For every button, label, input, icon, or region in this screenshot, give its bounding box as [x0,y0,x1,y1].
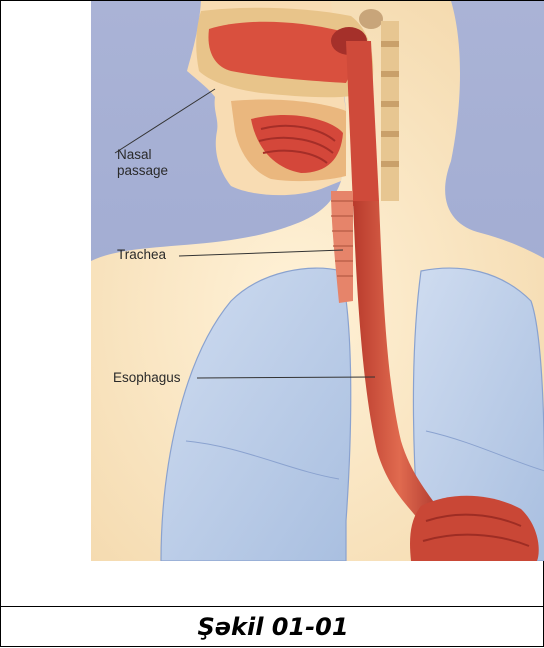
trachea-label: Trachea [117,247,166,263]
figure-caption: Şəkil 01-01 [1,607,544,648]
anatomy-drawing [91,1,544,561]
illustration-cell: Nasal passage Trachea Esophagus [1,1,544,607]
esophagus-label: Esophagus [113,370,181,386]
nasal-passage-label: Nasal passage [117,147,168,179]
anatomy-illustration [91,1,544,561]
